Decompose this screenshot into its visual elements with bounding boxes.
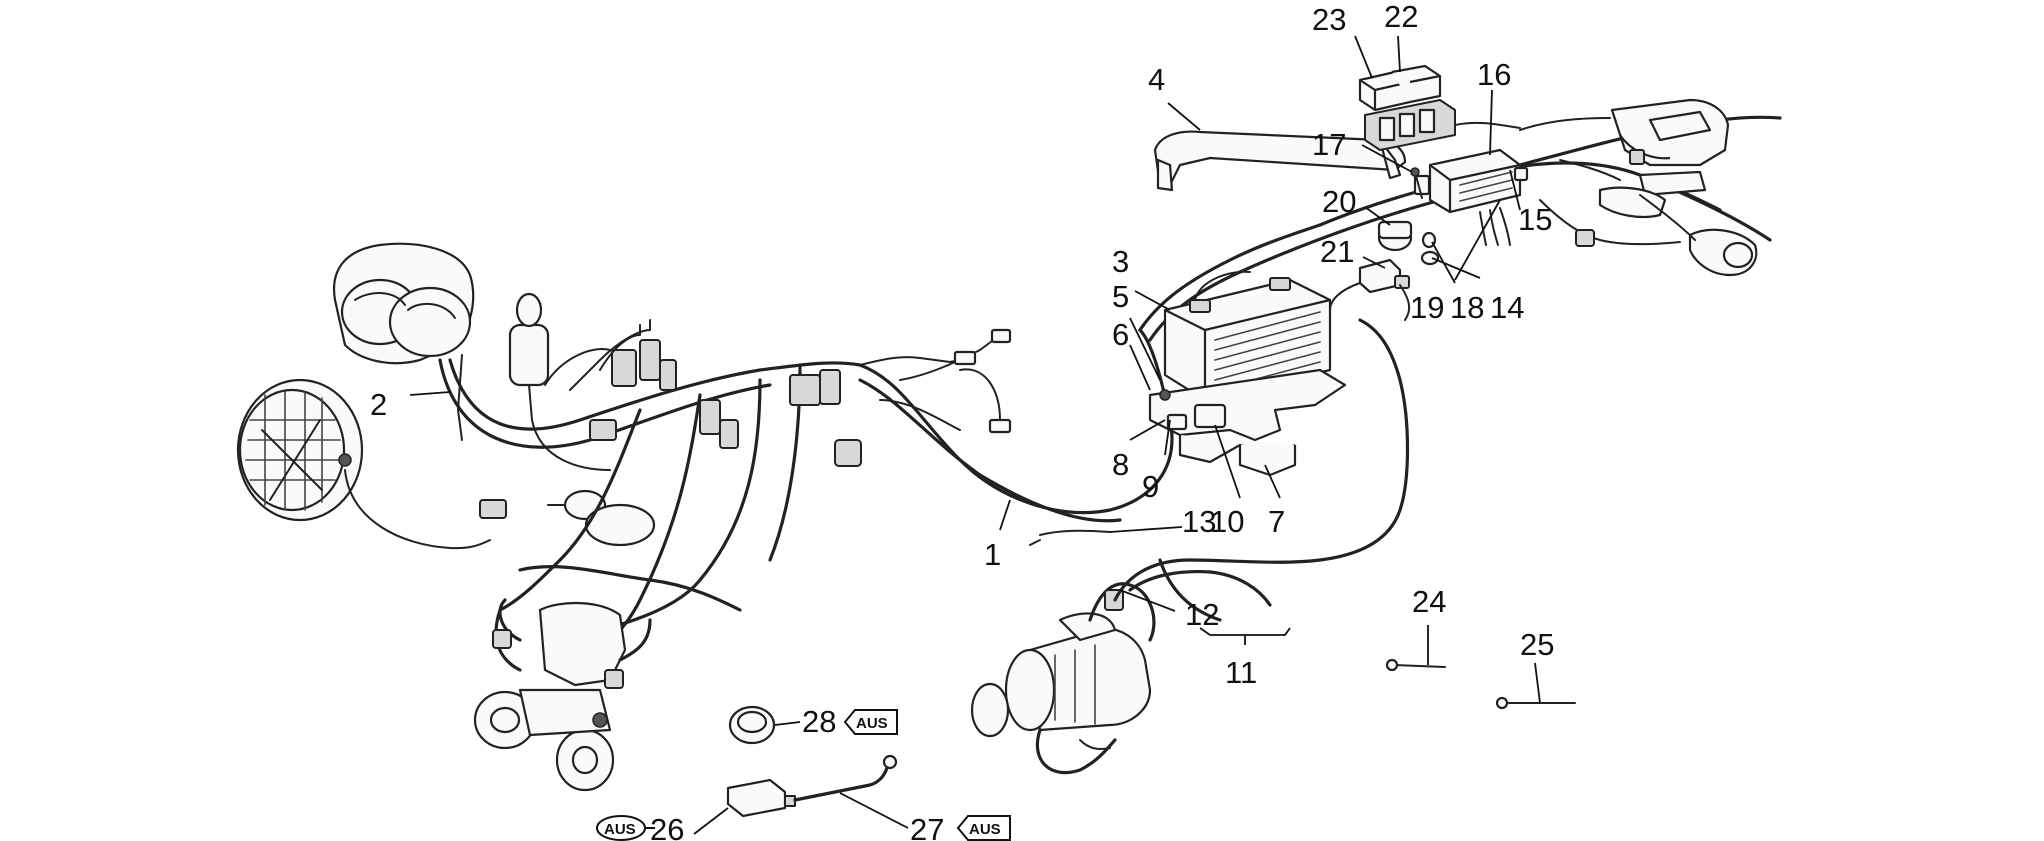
callout-22: 22 xyxy=(1384,0,1418,34)
callout-21: 21 xyxy=(1320,234,1354,269)
aus-badges: AUS AUS AUS xyxy=(596,709,1011,841)
callout-15: 15 xyxy=(1518,202,1552,237)
callout-7: 7 xyxy=(1268,504,1285,539)
small-parts xyxy=(1329,167,1440,321)
callout-17: 17 xyxy=(1312,127,1346,162)
callout-28: 28 xyxy=(802,704,836,739)
aus-badge-26-text: AUS xyxy=(604,821,636,838)
battery-cables xyxy=(1113,318,1410,645)
callout-24: 24 xyxy=(1412,584,1446,619)
callout-20: 20 xyxy=(1322,184,1356,219)
callout-27: 27 xyxy=(910,812,944,841)
aus-badge-27-text: AUS xyxy=(969,821,1001,838)
callout-4: 4 xyxy=(1148,62,1165,97)
callout-14: 14 xyxy=(1490,290,1524,325)
callout-19: 19 xyxy=(1410,290,1444,325)
callout-23: 23 xyxy=(1312,2,1346,37)
callout-9: 9 xyxy=(1142,469,1159,504)
callout-16: 16 xyxy=(1477,57,1511,92)
callout-11: 11 xyxy=(1225,655,1257,690)
leader-lines xyxy=(409,35,1541,835)
callout-18: 18 xyxy=(1450,290,1484,325)
ignition-switch xyxy=(508,292,611,471)
main-harness xyxy=(438,115,1782,672)
battery xyxy=(1163,270,1332,402)
aus-parts xyxy=(726,705,898,818)
headlight xyxy=(236,378,491,550)
cable-ties xyxy=(1385,658,1576,710)
callout-12: 12 xyxy=(1185,597,1219,632)
callout-8: 8 xyxy=(1112,447,1129,482)
callout-10: 10 xyxy=(1210,504,1244,539)
callout-2: 2 xyxy=(370,387,387,422)
aus-badge-28: AUS xyxy=(843,709,898,735)
callout-5: 5 xyxy=(1112,279,1129,314)
aus-badge-26: AUS xyxy=(596,815,655,841)
horn-assembly xyxy=(473,598,652,792)
right-handlebar-switches xyxy=(1519,98,1758,277)
callout-1: 1 xyxy=(984,537,1001,572)
callout-25: 25 xyxy=(1520,627,1554,662)
control-module xyxy=(1413,148,1529,246)
callout-labels: 1 2 3 4 5 6 7 8 9 10 11 12 13 14 15 16 1… xyxy=(370,0,1554,841)
aus-badge-28-text: AUS xyxy=(856,715,888,732)
bulb-socket xyxy=(547,489,656,547)
starter-motor xyxy=(970,582,1156,775)
instrument-cluster xyxy=(333,242,475,441)
callout-13: 13 xyxy=(1182,504,1216,539)
callout-6: 6 xyxy=(1112,317,1129,352)
aus-badge-27: AUS xyxy=(956,815,1011,841)
relays xyxy=(1358,64,1521,151)
callout-26: 26 xyxy=(650,812,684,841)
callout-3: 3 xyxy=(1112,244,1129,279)
battery-tray xyxy=(1148,368,1347,477)
